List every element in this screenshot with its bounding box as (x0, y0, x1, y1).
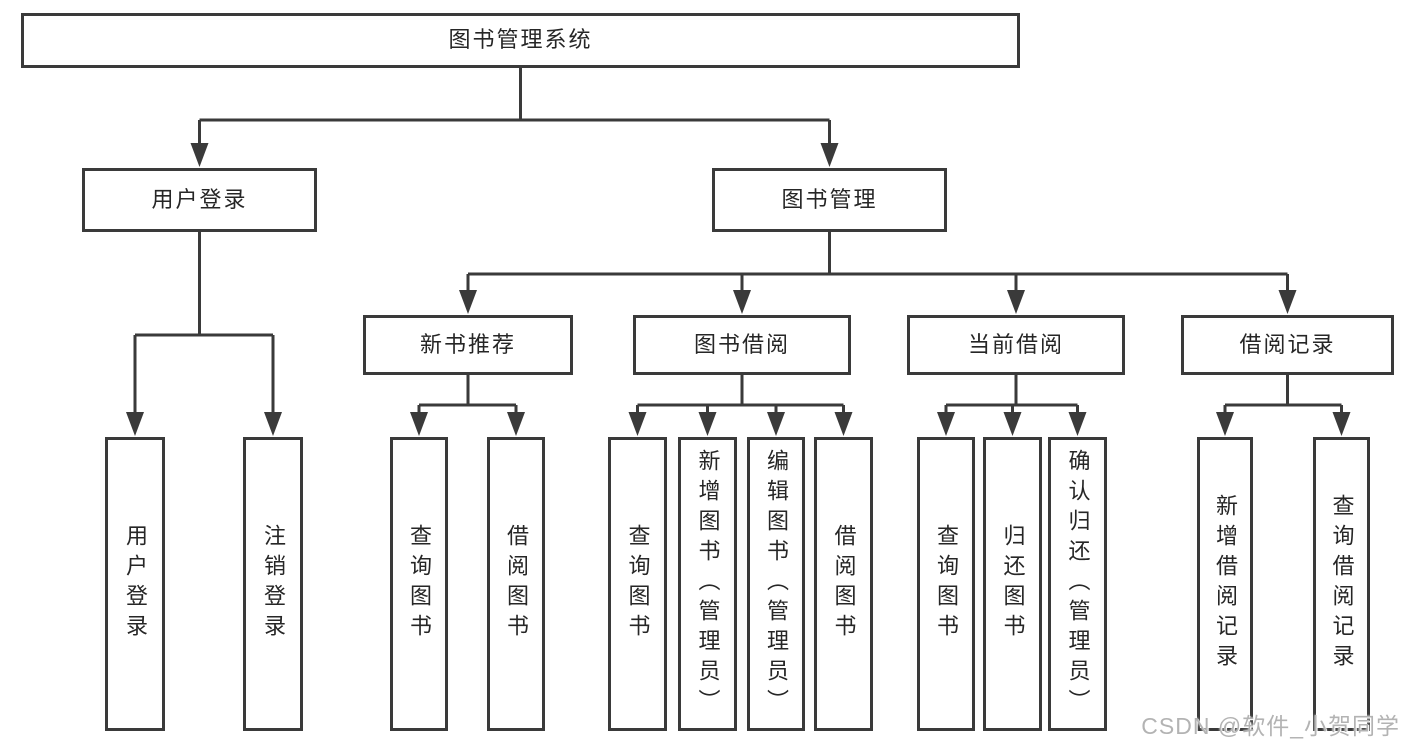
leaf-newbook-query-books: 查询图书 (390, 437, 448, 731)
leaf-current-query-books: 查询图书 (917, 437, 975, 731)
connector-root-to-level2 (198, 68, 831, 145)
leaf-current-return-books: 归还图书 (983, 437, 1042, 731)
leaf-label: 借阅图书 (831, 524, 857, 644)
connector-bookmgmt-to-level3 (466, 232, 1289, 292)
leaf-label: 注销登录 (261, 524, 286, 644)
node-current-borrowing: 当前借阅 (907, 315, 1125, 375)
connector-userlogin-to-leaves (133, 232, 275, 414)
node-user-login-branch: 用户登录 (82, 168, 317, 232)
leaf-label: 查询图书 (625, 524, 651, 644)
leaf-label: 新增图书（管理员） (695, 449, 721, 719)
leaf-label: 确认归还（管理员） (1065, 449, 1091, 719)
arrowheads (126, 143, 1351, 436)
leaf-label: 编辑图书（管理员） (764, 449, 789, 719)
leaf-borrow-query-books: 查询图书 (608, 437, 667, 731)
connector-borrow-to-leaves (636, 375, 845, 414)
node-new-book-recommend: 新书推荐 (363, 315, 573, 375)
leaf-newbook-borrow-books: 借阅图书 (487, 437, 545, 731)
leaf-label: 用户登录 (123, 524, 148, 644)
leaf-label: 查询图书 (934, 524, 959, 644)
leaf-label: 查询借阅记录 (1329, 494, 1355, 674)
leaf-borrow-edit-books-admin: 编辑图书（管理员） (747, 437, 805, 731)
csdn-watermark: CSDN @软件_小贺同学 (1141, 713, 1400, 739)
leaf-borrow-borrow-books: 借阅图书 (814, 437, 873, 731)
leaf-user-login: 用户登录 (105, 437, 165, 731)
node-borrowing-records: 借阅记录 (1181, 315, 1394, 375)
leaf-record-query-borrow-record: 查询借阅记录 (1313, 437, 1370, 731)
connector-record-to-leaves (1223, 375, 1343, 414)
leaf-logout: 注销登录 (243, 437, 303, 731)
leaf-label: 新增借阅记录 (1213, 494, 1238, 674)
leaf-label: 借阅图书 (504, 524, 529, 644)
leaf-record-add-borrow-record: 新增借阅记录 (1197, 437, 1253, 731)
node-book-management-branch: 图书管理 (712, 168, 947, 232)
connector-current-to-leaves (944, 375, 1079, 414)
connector-newbook-to-leaves (417, 375, 518, 414)
leaf-label: 查询图书 (407, 524, 432, 644)
node-book-borrowing: 图书借阅 (633, 315, 851, 375)
leaf-current-confirm-return-admin: 确认归还（管理员） (1048, 437, 1107, 731)
leaf-label: 归还图书 (1000, 524, 1026, 644)
leaf-borrow-add-books-admin: 新增图书（管理员） (678, 437, 737, 731)
node-root: 图书管理系统 (21, 13, 1020, 68)
